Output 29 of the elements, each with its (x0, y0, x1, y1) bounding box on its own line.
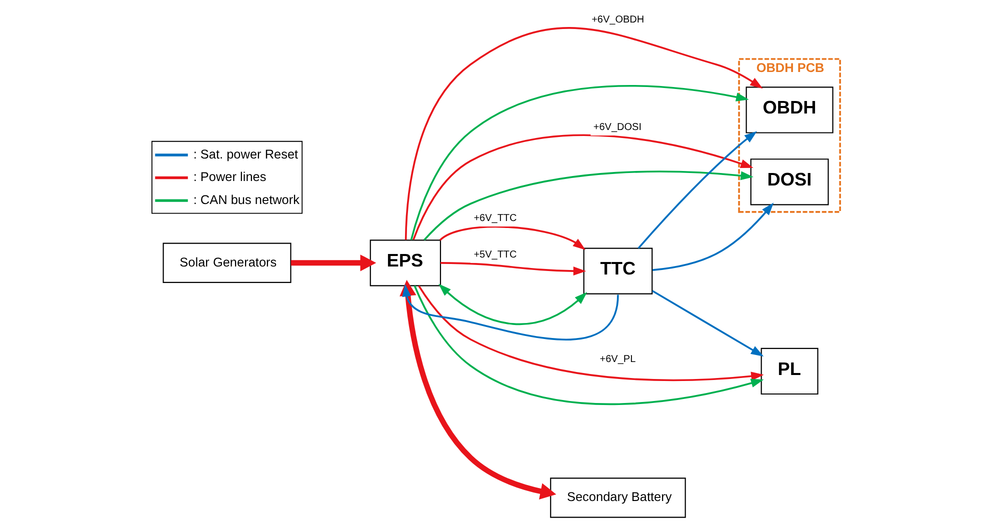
edge-label: +6V_PL (599, 354, 636, 365)
edge-label: +6V_DOSI (592, 122, 641, 133)
legend-label: : Sat. power Reset (192, 146, 298, 162)
node-box: EPS (369, 240, 441, 286)
arrow (652, 202, 774, 271)
legend-label: : Power lines (192, 169, 266, 184)
edge-label: +5V_TTC (473, 249, 516, 260)
arrow (423, 170, 753, 241)
node-box: Secondary Battery (550, 478, 686, 518)
arrow (410, 85, 748, 240)
arrow (418, 285, 764, 382)
node-box: Solar Generators (162, 242, 291, 284)
arrow (438, 284, 587, 325)
arrow (404, 27, 762, 240)
node-box: TTC (582, 248, 652, 294)
arrow (440, 262, 586, 276)
arrow (412, 134, 753, 240)
node-box: PL (760, 348, 818, 395)
edge-label: +6V_TTC (473, 212, 516, 224)
arrow (402, 284, 618, 340)
node-box: OBDH (745, 86, 833, 134)
arrow (290, 254, 376, 272)
arrow (438, 226, 586, 250)
node-box: DOSI (750, 158, 828, 206)
arrow (651, 290, 764, 357)
arrow (637, 131, 757, 249)
edge-label: +6V_OBDH (591, 14, 644, 26)
legend-label: : CAN bus network (192, 192, 300, 207)
arrow (413, 285, 764, 406)
